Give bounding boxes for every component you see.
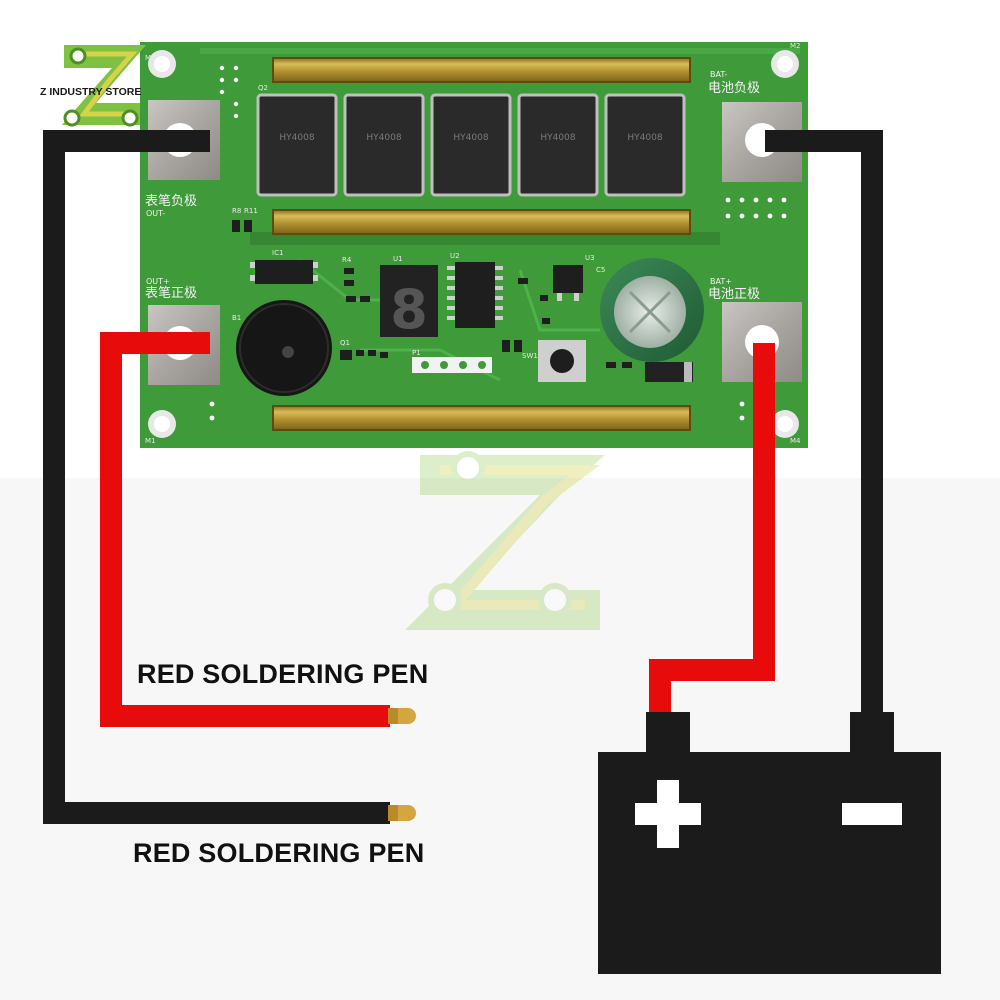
- store-name: Z INDUSTRY STORE: [40, 86, 142, 98]
- u2-chip: [447, 262, 503, 328]
- designator-m4: M4: [790, 437, 801, 445]
- battery-positive-symbol: [635, 780, 701, 848]
- mounting-hole: [148, 410, 176, 438]
- watermark-logo: [405, 451, 605, 630]
- designator-p1: P1: [412, 349, 421, 357]
- u3-regulator: [553, 265, 583, 301]
- mosfet: HY4008: [256, 93, 338, 197]
- designator-ic1: IC1: [272, 249, 283, 257]
- smd-components: [232, 220, 632, 368]
- label-out-plus-cn: 表笔正极: [145, 285, 197, 301]
- battery: [598, 712, 941, 974]
- seven-segment-display: 8: [380, 265, 438, 341]
- mosfet: HY4008: [430, 93, 512, 197]
- mosfet: HY4008: [343, 93, 425, 197]
- label-bat-minus-cn: 电池负极: [708, 81, 760, 96]
- label-bat-plus-cn: 电池正极: [708, 287, 760, 302]
- red-pen-label-bottom: RED SOLDERING PEN: [133, 838, 425, 868]
- designator-m2: M2: [790, 42, 801, 50]
- designator-u1: U1: [393, 255, 403, 263]
- label-out-plus-en: OUT+: [146, 277, 170, 286]
- svg-text:HY4008: HY4008: [627, 133, 662, 143]
- designator-u2: U2: [450, 252, 460, 260]
- designator-sw1: SW1: [522, 352, 538, 360]
- designator-u3: U3: [585, 254, 595, 262]
- svg-text:HY4008: HY4008: [279, 133, 314, 143]
- designator-c5: C5: [596, 266, 605, 274]
- pin-header-p1: [412, 357, 492, 373]
- designator-r8: R8: [232, 207, 241, 215]
- push-button: [538, 340, 586, 382]
- battery-negative-symbol: [842, 803, 902, 825]
- mosfet-row: HY4008 HY4008 HY4008 HY4008 HY4008: [256, 93, 686, 197]
- copper-strip-bottom: [272, 405, 691, 431]
- label-out-minus-en: OUT-: [146, 209, 165, 218]
- wire-red-pen: [100, 332, 390, 727]
- svg-text:8: 8: [390, 278, 428, 341]
- pen-tip-bottom: [388, 805, 416, 821]
- ic1-chip: [250, 260, 318, 284]
- copper-strip-middle: [272, 209, 691, 235]
- label-out-minus-cn: 表笔负极: [145, 193, 197, 209]
- wire-red-battery: [649, 343, 775, 716]
- svg-text:HY4008: HY4008: [540, 133, 575, 143]
- electrolytic-capacitor: [600, 258, 704, 362]
- designator-r4: R4: [342, 256, 352, 264]
- pen-tip-top: [388, 708, 416, 724]
- diode: [645, 362, 693, 382]
- designator-q1: Q1: [340, 339, 350, 347]
- designator-r11: R11: [244, 207, 258, 215]
- designator-b1: B1: [232, 314, 241, 322]
- pcb-board: HY4008 HY4008 HY4008 HY4008 HY4008: [140, 42, 808, 448]
- svg-text:HY4008: HY4008: [366, 133, 401, 143]
- label-bat-minus-en: BAT-: [710, 70, 727, 79]
- mosfet: HY4008: [517, 93, 599, 197]
- copper-strip-top: [272, 57, 691, 83]
- label-bat-plus-en: BAT+: [710, 277, 732, 286]
- via-dots: [209, 65, 787, 421]
- designator-q2: Q2: [258, 84, 268, 92]
- designator-m1: M1: [145, 437, 156, 445]
- mosfet: HY4008: [604, 93, 686, 197]
- store-logo: [62, 45, 146, 127]
- mounting-hole: [148, 50, 176, 78]
- wire-black-battery: [765, 130, 883, 716]
- buzzer: [236, 300, 332, 396]
- svg-text:HY4008: HY4008: [453, 133, 488, 143]
- mounting-hole: [771, 410, 799, 438]
- red-pen-label-top: RED SOLDERING PEN: [137, 659, 429, 689]
- mounting-hole: [771, 50, 799, 78]
- wire-black-pen: [43, 130, 390, 824]
- designator-m3: M3: [145, 54, 156, 62]
